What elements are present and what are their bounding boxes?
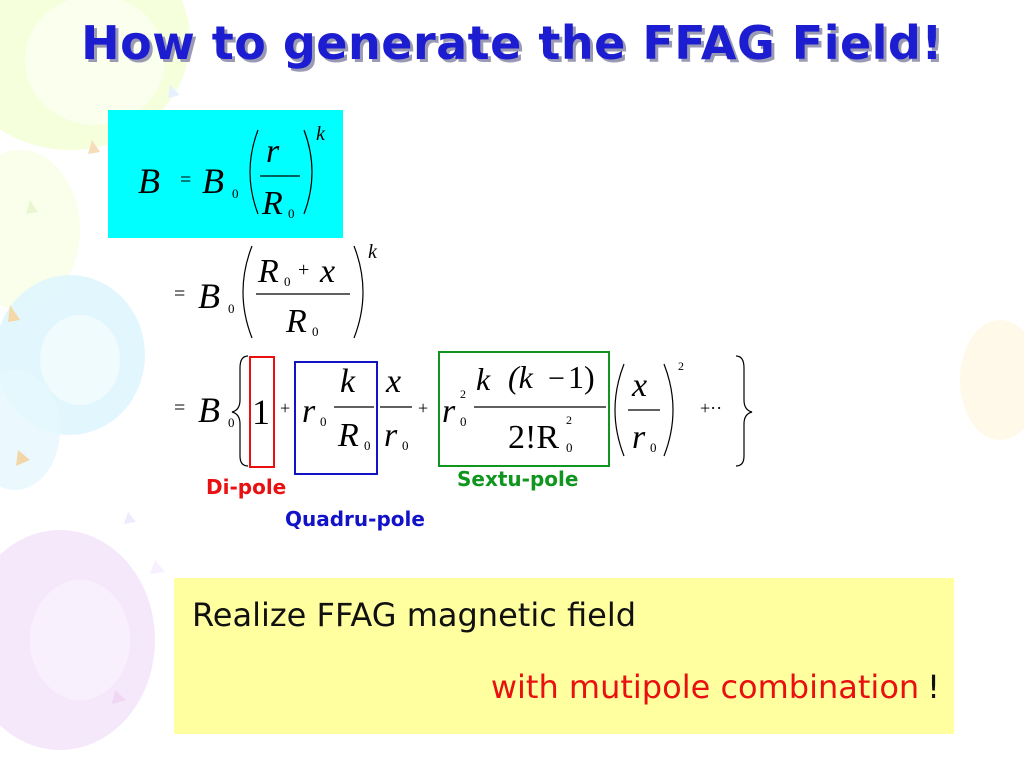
subscript-zero: 0 xyxy=(312,324,319,339)
r-symbol: R xyxy=(337,417,359,454)
subscript-zero: 0 xyxy=(228,415,235,430)
r-symbol: r xyxy=(384,417,398,454)
subscript-zero: 0 xyxy=(364,438,371,453)
balloon-decoration xyxy=(40,315,120,405)
quadrupole-highlight-box xyxy=(294,361,378,475)
sextupole-highlight-box xyxy=(438,351,610,467)
balloon-decoration xyxy=(960,320,1024,440)
denominator-r: R xyxy=(261,185,283,222)
equals-sign: = xyxy=(180,169,191,191)
dipole-term: 1 xyxy=(252,392,270,432)
confetti-decoration xyxy=(16,450,30,466)
right-paren xyxy=(663,363,674,457)
subscript-zero: 0 xyxy=(288,206,295,221)
subscript-zero: 0 xyxy=(320,414,327,429)
r-symbol: r xyxy=(632,419,646,456)
dipole-highlight-box xyxy=(249,356,275,468)
confetti-decoration xyxy=(124,512,136,524)
numerator-r: R xyxy=(257,253,279,290)
confetti-decoration xyxy=(150,560,165,574)
note-line-1: Realize FFAG magnetic field xyxy=(192,596,637,634)
plus-sign: + xyxy=(280,398,290,418)
subscript-zero: 0 xyxy=(650,440,657,455)
left-paren xyxy=(614,363,625,457)
one-close: 1) xyxy=(568,359,595,395)
subscript-zero: 0 xyxy=(232,186,239,201)
formula-line-1: B = B 0 r R 0 k xyxy=(138,123,326,222)
confetti-decoration xyxy=(88,140,100,154)
subscript-zero: 0 xyxy=(460,414,467,429)
k-symbol: k xyxy=(476,361,491,397)
plus-sign: + xyxy=(298,259,309,281)
summary-note: Realize FFAG magnetic field with mutipol… xyxy=(174,578,954,734)
subscript-zero: 0 xyxy=(566,440,573,455)
formula-line-3: = B 0 1 + r 0 k R 0 x r 0 + r 2 0 k (k −… xyxy=(174,355,753,467)
b-symbol: B xyxy=(198,390,220,430)
note-line-2: with mutipole combination! xyxy=(491,668,940,706)
exponent-k: k xyxy=(316,123,326,145)
equals-sign: = xyxy=(174,397,185,419)
b-symbol: B xyxy=(202,161,224,201)
confetti-decoration xyxy=(168,85,180,98)
left-brace xyxy=(231,355,249,467)
quadrupole-label: Quadru-pole xyxy=(285,507,425,531)
x-symbol: x xyxy=(385,363,401,400)
superscript-two: 2 xyxy=(678,359,684,373)
right-paren xyxy=(303,129,313,215)
dipole-label: Di-pole xyxy=(206,475,287,499)
page-title: How to generate the FFAG Field! xyxy=(81,16,943,70)
r-symbol: r xyxy=(442,393,456,430)
x-symbol: x xyxy=(631,367,647,404)
equals-sign: = xyxy=(174,283,185,305)
plus-sign: + xyxy=(418,398,428,418)
right-paren xyxy=(353,245,364,339)
confetti-decoration xyxy=(26,200,38,214)
subscript-zero: 0 xyxy=(284,274,291,289)
k-symbol: k xyxy=(340,363,356,400)
base-equation-highlight xyxy=(108,110,343,238)
left-paren xyxy=(242,245,253,339)
subscript-zero: 0 xyxy=(402,438,409,453)
note-line-2-text: with mutipole combination xyxy=(490,668,920,706)
k-paren-group: (k xyxy=(508,359,534,395)
balloon-decoration xyxy=(30,580,130,700)
subscript-zero: 0 xyxy=(228,301,235,316)
formula-line-2: = B 0 R 0 + x R 0 k xyxy=(174,241,378,340)
exponent-k: k xyxy=(368,241,378,263)
right-brace xyxy=(735,355,753,467)
factorial-r: 2!R xyxy=(508,419,559,456)
minus-sign: − xyxy=(548,362,565,395)
numerator-x: x xyxy=(319,253,335,290)
r-symbol: r xyxy=(302,393,316,430)
b-symbol: B xyxy=(198,276,220,316)
confetti-decoration xyxy=(8,305,20,322)
left-paren xyxy=(249,129,259,215)
lhs-b: B xyxy=(138,161,160,201)
balloon-decoration xyxy=(25,0,165,125)
note-exclamation: ! xyxy=(927,668,940,706)
balloon-decoration xyxy=(0,150,80,310)
balloon-decoration xyxy=(0,370,60,490)
sextupole-label: Sextu-pole xyxy=(457,467,579,491)
series-continuation: +·· xyxy=(700,398,722,418)
denominator-r: R xyxy=(285,303,307,340)
superscript-two: 2 xyxy=(566,413,572,427)
superscript-two: 2 xyxy=(460,387,466,401)
numerator-r: r xyxy=(266,133,280,170)
confetti-decoration xyxy=(112,690,126,704)
